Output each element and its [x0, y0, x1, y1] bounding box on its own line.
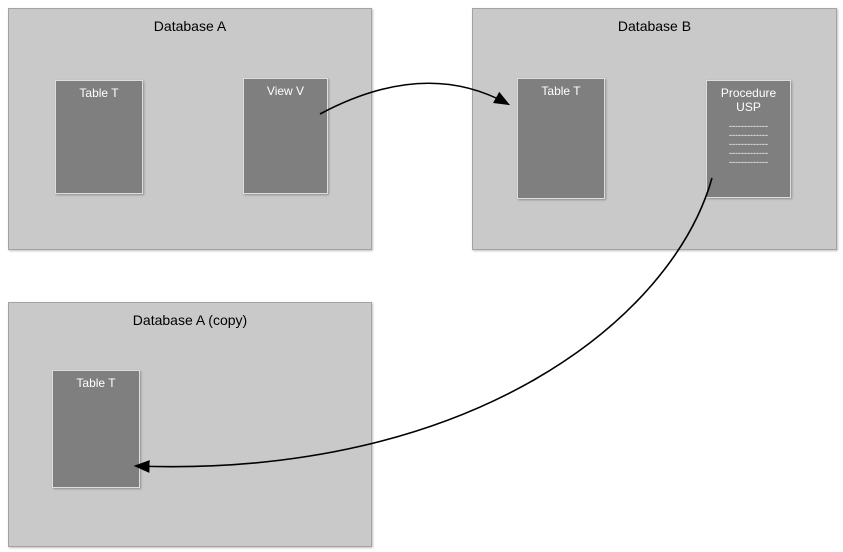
node-label: Procedure USP: [720, 86, 777, 114]
code-line: -------------: [729, 122, 768, 131]
database-a-view-v-node: View V: [243, 78, 328, 194]
code-line: -------------: [729, 140, 768, 149]
database-b-title: Database B: [617, 18, 692, 34]
code-line: -------------: [729, 149, 768, 158]
node-label: View V: [266, 84, 305, 98]
node-label: Table T: [79, 86, 119, 100]
node-label: Table T: [76, 376, 116, 390]
code-line: -------------: [729, 158, 768, 167]
node-label: Table T: [541, 84, 581, 98]
database-a-copy-title: Database A (copy): [132, 312, 248, 328]
database-b-table-t-node: Table T: [517, 78, 605, 199]
database-b-procedure-usp-node: Procedure USP ------------- ------------…: [706, 80, 791, 198]
database-a-copy-table-t-node: Table T: [52, 370, 140, 488]
procedure-code-lines: ------------- ------------- ------------…: [710, 122, 787, 167]
database-a-table-t-node: Table T: [55, 80, 143, 194]
code-line: -------------: [729, 131, 768, 140]
database-a-title: Database A: [153, 18, 227, 34]
